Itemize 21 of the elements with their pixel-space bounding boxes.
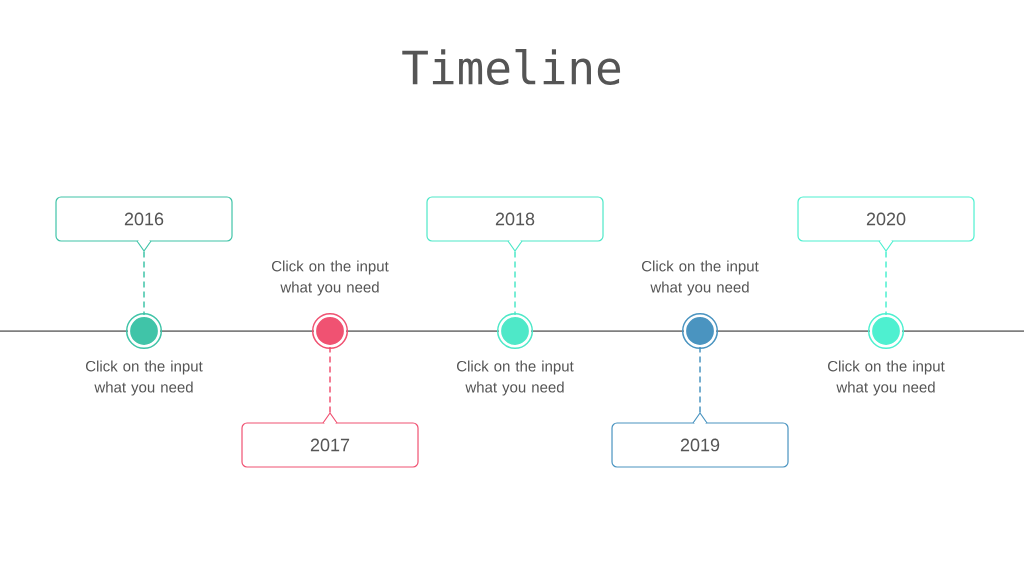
description-text: Click on the input what you need [828,360,945,396]
timeline-dot [681,312,719,350]
callout-box: 2020 [797,196,975,252]
callout-box: 2016 [55,196,233,252]
description-text: Click on the input what you need [86,360,203,396]
title: Timeline [402,49,621,85]
connector-line [143,250,145,316]
connector-line [885,250,887,316]
description-text: Click on the input what you need [642,260,759,296]
timeline-dot [496,312,534,350]
connector-line [699,346,701,414]
callout-box: 2019 [611,412,789,468]
timeline-dot [125,312,163,350]
connector-line [514,250,516,316]
callout-box: 2018 [426,196,604,252]
timeline-dot [867,312,905,350]
description-text: Click on the input what you need [272,260,389,296]
callout-box: 2017 [241,412,419,468]
connector-line [329,346,331,414]
description-text: Click on the input what you need [457,360,574,396]
timeline-dot [311,312,349,350]
